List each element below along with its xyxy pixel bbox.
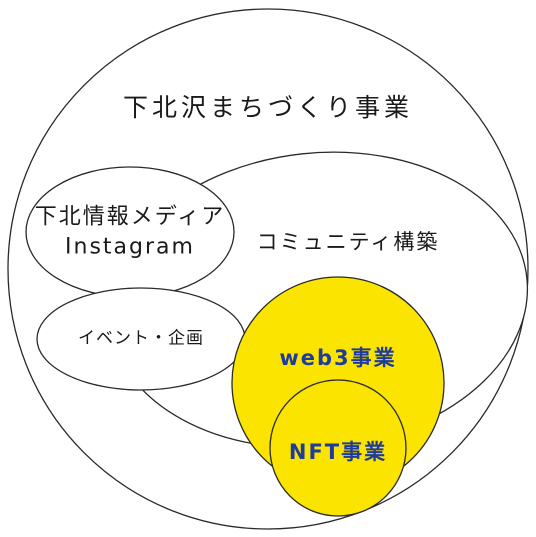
- media-label-line-1: 下北情報メディア: [34, 204, 226, 230]
- community-label: コミュニティ構築: [256, 229, 440, 254]
- media-label-line-2: Instagram: [65, 234, 195, 259]
- media-label: 下北情報メディア Instagram: [35, 202, 225, 261]
- outer-label: 下北沢まちづくり事業: [122, 93, 414, 123]
- web3-label: web3事業: [279, 345, 397, 370]
- nft-circle: [269, 379, 407, 517]
- nft-label: NFT事業: [288, 439, 388, 464]
- event-label: イベント・企画: [78, 328, 204, 349]
